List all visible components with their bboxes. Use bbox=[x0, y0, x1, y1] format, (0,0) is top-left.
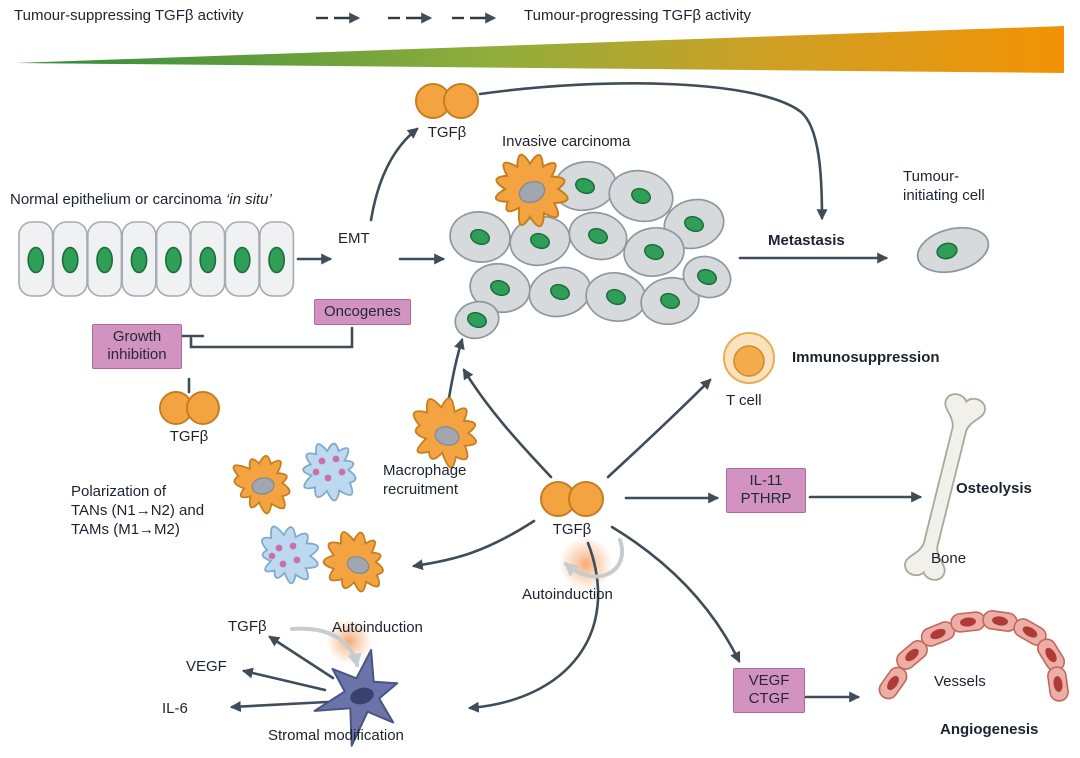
arrow-tgfb-to-polarization bbox=[411, 519, 536, 571]
osteolysis-label: Osteolysis bbox=[956, 480, 1032, 497]
arrow-emt-to-tgfb bbox=[369, 127, 419, 222]
tgfb-ligand-center bbox=[540, 481, 604, 517]
bone-label: Bone bbox=[931, 550, 967, 567]
arrow-macrophage-to-carcinoma bbox=[447, 337, 465, 400]
autoinduction-arrow-center bbox=[563, 538, 624, 579]
macrophage-cell bbox=[412, 397, 477, 469]
epithelium-label: Normal epithelium or carcinoma ‘in situ’ bbox=[10, 191, 272, 210]
vessels-label: Vessels bbox=[934, 673, 986, 690]
diagram-arrows bbox=[177, 82, 923, 713]
arrow-stromal-to-vegf bbox=[241, 667, 327, 692]
arrow-stromal-to-tgfb bbox=[268, 635, 335, 680]
autoinduction-arrow-stromal bbox=[290, 626, 362, 668]
t-cell bbox=[723, 332, 775, 384]
arrow-tgfb-to-metastasis bbox=[478, 82, 828, 221]
tam-cell-1 bbox=[232, 454, 291, 515]
tan-cell-2 bbox=[261, 525, 319, 585]
vessel-segments bbox=[878, 610, 1069, 702]
fibroblast-cell bbox=[313, 648, 399, 747]
bone-shape bbox=[904, 393, 986, 581]
autoinduction-center-label: Autoinduction bbox=[522, 586, 613, 603]
immunosuppression-label: Immunosuppression bbox=[792, 349, 940, 366]
macrophage-recruitment-label: Macrophage recruitment bbox=[383, 462, 467, 498]
tgfb-stromal-label: TGFβ bbox=[228, 618, 267, 635]
metastasis-label: Metastasis bbox=[768, 232, 845, 249]
arrow-tgfb-to-carcinoma bbox=[462, 368, 553, 479]
tgfb-top-label: TGFβ bbox=[427, 124, 467, 141]
tgfb-center-label: TGFβ bbox=[552, 521, 592, 538]
tumour-initiating-cell bbox=[916, 226, 990, 274]
tumour-initiating-cell-label: Tumour- initiating cell bbox=[903, 168, 985, 204]
arrow-stromal-to-il6 bbox=[229, 700, 329, 713]
tam-cell-2 bbox=[322, 531, 384, 593]
arrow-tgfb-to-vegfctgf bbox=[610, 525, 741, 663]
tgfb-left-label: TGFβ bbox=[169, 428, 209, 445]
autoinduction-stromal-label: Autoinduction bbox=[332, 619, 423, 636]
stromal-modification-label: Stromal modification bbox=[268, 727, 404, 744]
tgfb-ligand-top bbox=[415, 83, 479, 119]
epithelium-label-insitu: ‘in situ’ bbox=[225, 191, 272, 208]
emt-label: EMT bbox=[338, 230, 370, 247]
vegf-stromal-label: VEGF bbox=[186, 658, 227, 675]
growth-inhibition-box: Growth inhibition bbox=[92, 324, 182, 369]
arrow-tgfb-to-tcell bbox=[606, 378, 712, 479]
autoinduction-arrows bbox=[290, 538, 624, 668]
banner-right-label: Tumour-progressing TGFβ activity bbox=[524, 7, 752, 24]
carcinoma-cluster bbox=[449, 160, 732, 340]
t-cell-label: T cell bbox=[726, 392, 762, 409]
carcinoma-orange-cell bbox=[494, 153, 569, 228]
epithelium-cells bbox=[18, 221, 295, 297]
oncogenes-box: Oncogenes bbox=[314, 299, 411, 326]
il6-stromal-label: IL-6 bbox=[162, 700, 188, 717]
tgfb-ligand-left bbox=[159, 391, 220, 425]
epithelium-label-text: Normal epithelium or carcinoma bbox=[10, 191, 226, 208]
tan-cell-1 bbox=[302, 442, 357, 502]
activity-gradient-wedge bbox=[16, 26, 1064, 73]
banner-left-label: Tumour-suppressing TGFβ activity bbox=[14, 7, 244, 24]
angiogenesis-label: Angiogenesis bbox=[940, 721, 1039, 738]
inhibitor-oncogenes-line bbox=[189, 326, 354, 349]
il11-pthrp-box: IL-11 PTHRP bbox=[726, 468, 806, 513]
vegf-ctgf-box: VEGF CTGF bbox=[733, 668, 805, 713]
invasive-carcinoma-label: Invasive carcinoma bbox=[502, 133, 631, 150]
autoinduction-glow-stromal bbox=[326, 618, 372, 664]
polarization-label: Polarization of TANs (N1→N2) and TAMs (M… bbox=[71, 483, 205, 538]
